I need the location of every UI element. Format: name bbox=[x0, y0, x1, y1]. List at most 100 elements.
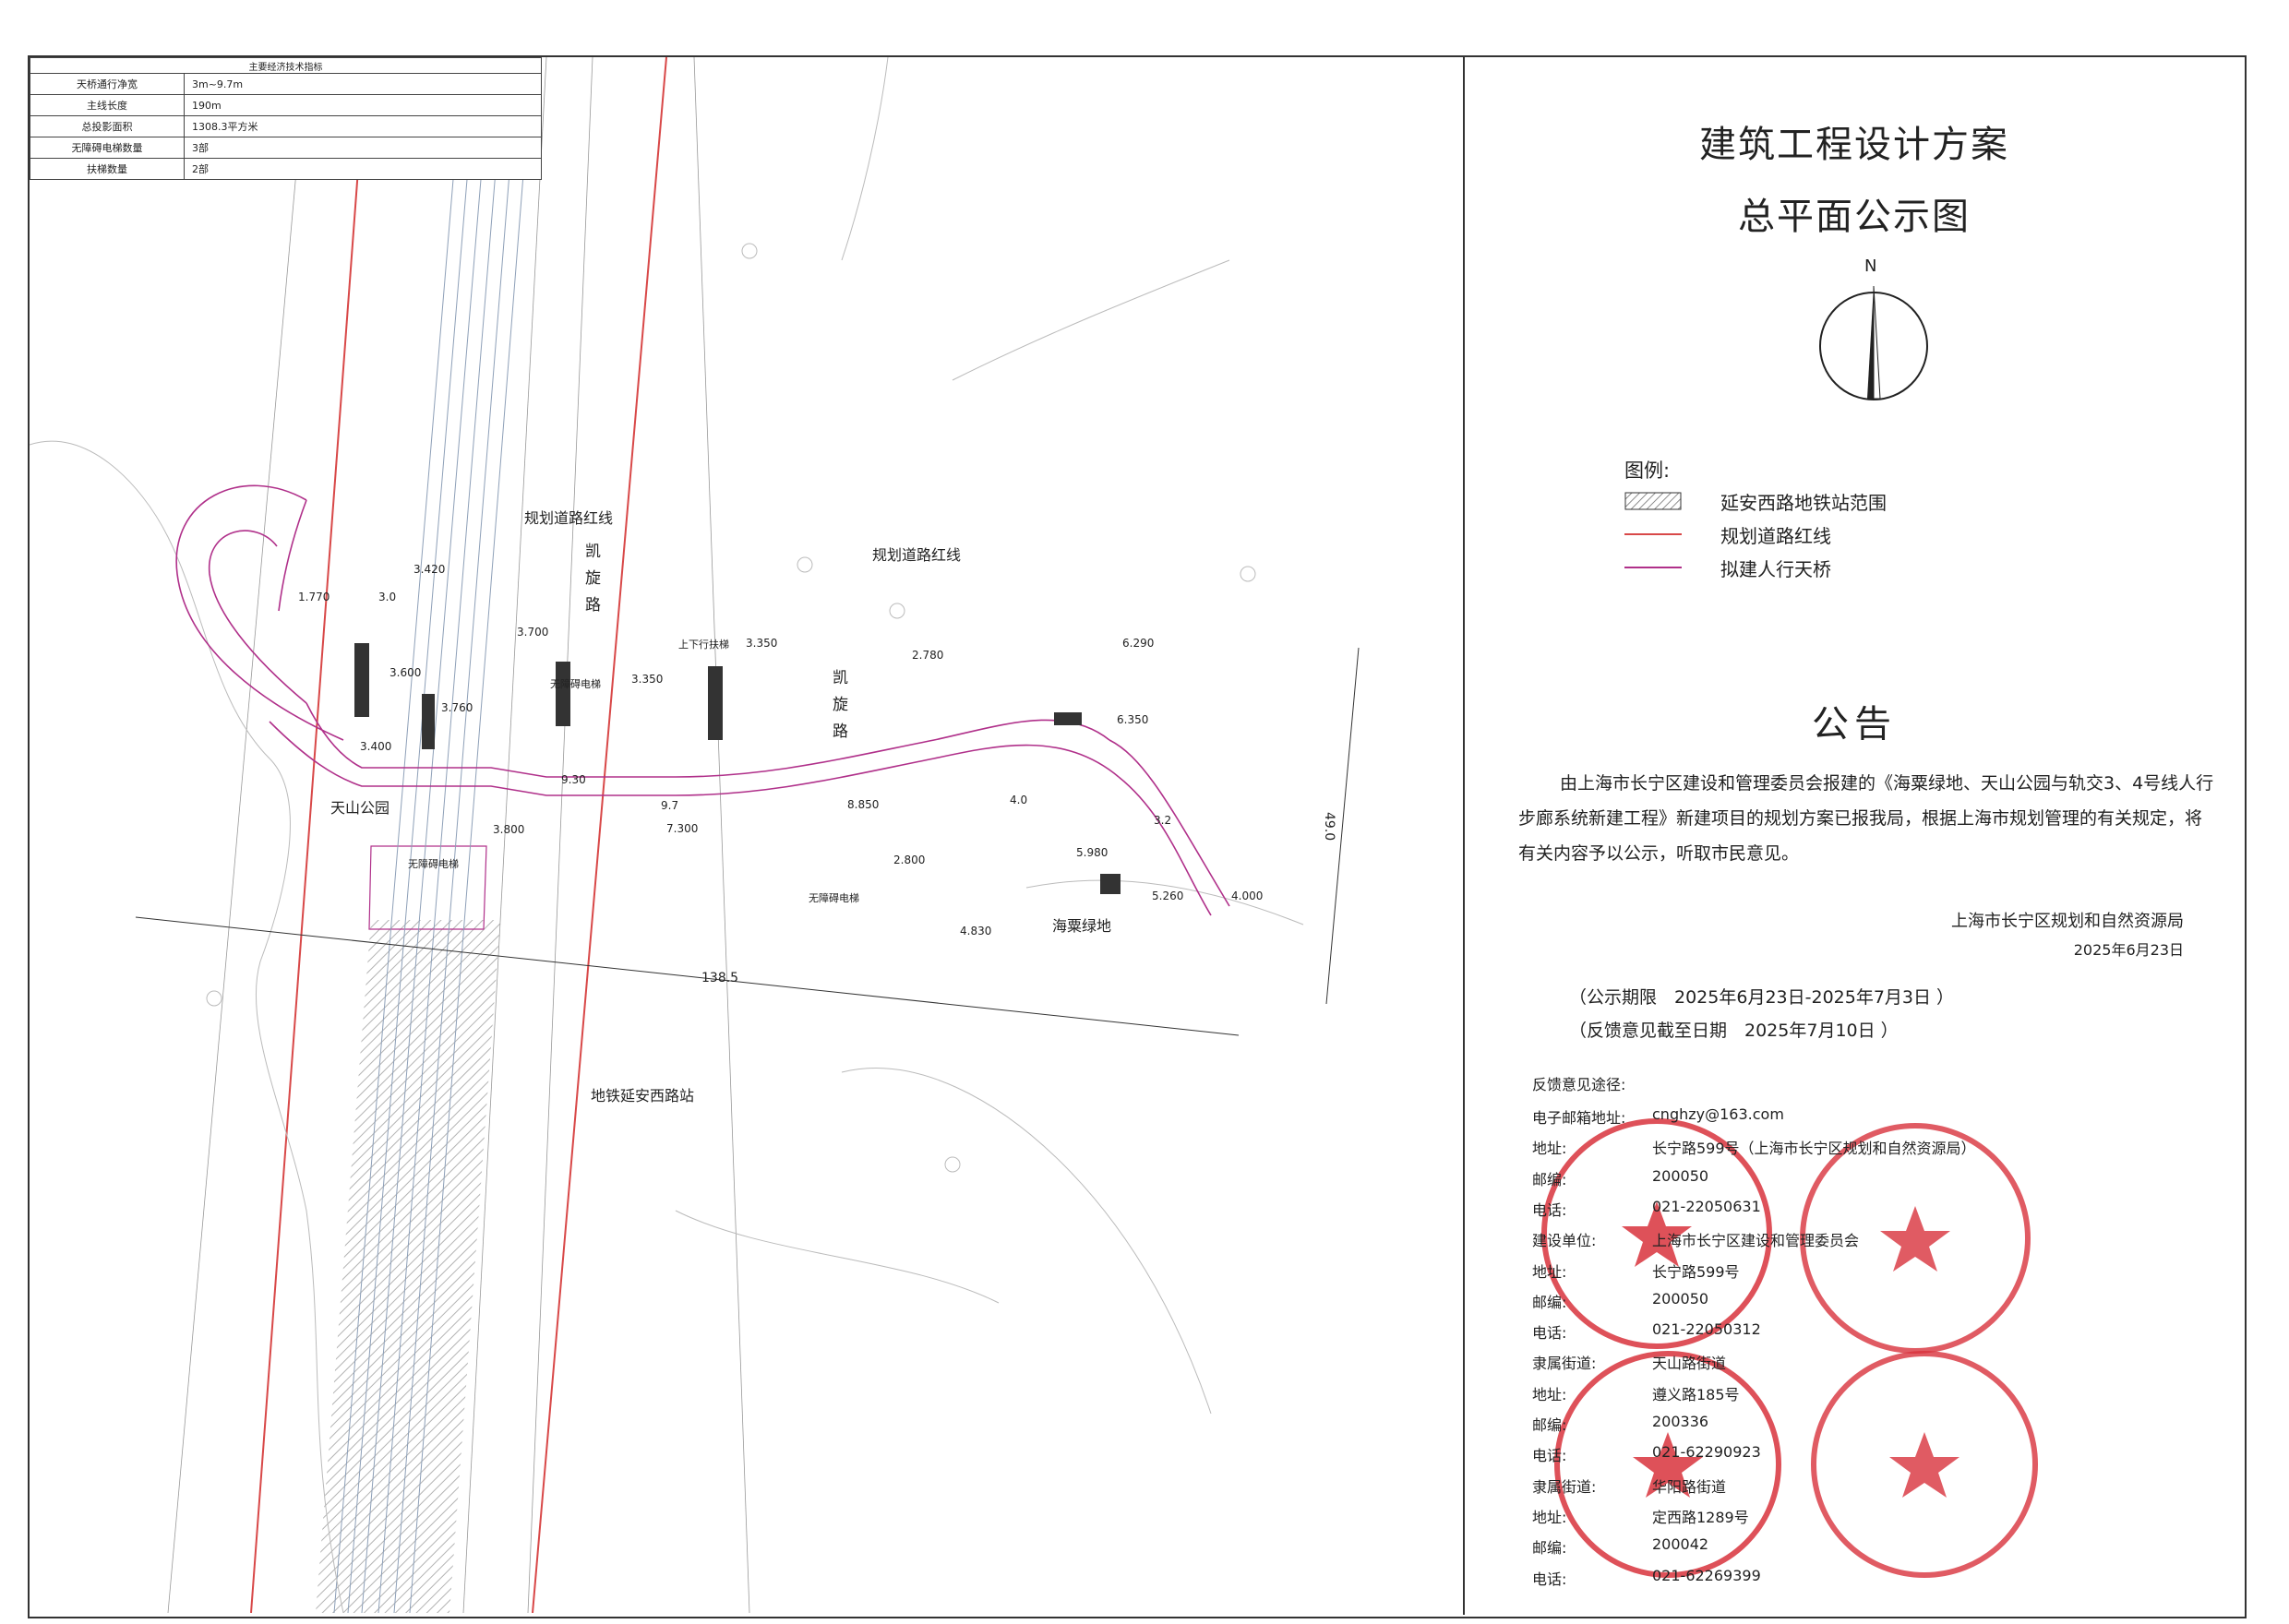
haisu-green-label: 海粟绿地 bbox=[1052, 917, 1112, 935]
table-heading: 主要经济技术指标 bbox=[30, 57, 542, 74]
feedback-value: 上海市长宁区建设和管理委员会 bbox=[1652, 1232, 1860, 1250]
dimension-label: 138.5 bbox=[701, 971, 739, 985]
elevation-marker: 2.800 bbox=[893, 854, 926, 866]
feedback-key: 电子邮箱地址: bbox=[1532, 1109, 1626, 1127]
feedback-value: 200050 bbox=[1652, 1166, 1709, 1185]
feedback-key: 地址: bbox=[1532, 1140, 1567, 1158]
metro-station-box bbox=[368, 845, 487, 930]
red-line-right bbox=[532, 57, 667, 1613]
legend-item: 规划道路红线 bbox=[1624, 520, 1831, 548]
elevation-marker: 4.000 bbox=[1231, 890, 1264, 902]
feedback-value: 天山路街道 bbox=[1652, 1355, 1727, 1373]
elevation-marker: 3.400 bbox=[360, 740, 392, 753]
dimension-label: 49.0 bbox=[1322, 812, 1336, 842]
elevation-marker: 3.760 bbox=[441, 701, 473, 714]
elevation-marker: 6.350 bbox=[1117, 713, 1149, 726]
elevation-marker: 9.30 bbox=[561, 773, 586, 786]
feedback-key: 地址: bbox=[1532, 1262, 1567, 1281]
feedback-value: 遵义路185号 bbox=[1652, 1385, 1740, 1403]
elevator-label: 无障碍电梯 bbox=[809, 892, 859, 904]
elevation-marker: 3.600 bbox=[389, 666, 422, 679]
red-line-swatch-icon bbox=[1624, 533, 1682, 535]
feedback-value: 021-22050312 bbox=[1652, 1320, 1761, 1339]
publicity-period: （公示期限 2025年6月23日-2025年7月3日 ） bbox=[1569, 987, 1955, 1008]
feedback-deadline: （反馈意见截至日期 2025年7月10日 ） bbox=[1569, 1021, 1899, 1041]
feedback-key: 电话: bbox=[1532, 1570, 1567, 1588]
seal-stamp-icon bbox=[1800, 1123, 2031, 1354]
page-title: 建筑工程设计方案 bbox=[1699, 124, 2009, 166]
red-line-label-left: 规划道路红线 bbox=[524, 509, 614, 527]
page-subtitle: 总平面公示图 bbox=[1738, 196, 1971, 238]
north-arrow-icon bbox=[1819, 285, 1928, 400]
elevation-marker: 7.300 bbox=[666, 822, 699, 835]
elevation-marker: 5.260 bbox=[1152, 890, 1184, 902]
legend-label: 拟建人行天桥 bbox=[1720, 557, 1831, 580]
tianshan-park-label: 天山公园 bbox=[330, 799, 390, 817]
notice-body: 由上海市长宁区建设和管理委员会报建的《海粟绿地、天山公园与轨交3、4号线人行步廊… bbox=[1518, 773, 2214, 864]
elevator-label: 无障碍电梯 bbox=[408, 858, 459, 870]
elevation-marker: 5.980 bbox=[1076, 846, 1109, 859]
notice-panel: 建筑工程设计方案 总平面公示图 N 图例: 延安西路地铁站范围 规划道路红线 拟… bbox=[1468, 57, 2241, 1613]
feedback-key: 电话: bbox=[1532, 1200, 1567, 1219]
feedback-key: 邮编: bbox=[1532, 1539, 1567, 1558]
feedback-key: 地址: bbox=[1532, 1385, 1567, 1403]
feedback-value: 200050 bbox=[1652, 1289, 1709, 1308]
seal-stamp-icon bbox=[1554, 1351, 1781, 1578]
sign-org: 上海市长宁区规划和自然资源局 bbox=[1951, 912, 2184, 931]
feedback-key: 邮编: bbox=[1532, 1416, 1567, 1434]
feedback-value: 021-62269399 bbox=[1652, 1566, 1761, 1584]
notice-heading: 公告 bbox=[1812, 703, 1897, 746]
feedback-key: 邮编: bbox=[1532, 1293, 1567, 1311]
legend-title: 图例: bbox=[1624, 460, 1671, 482]
elevation-marker: 3.350 bbox=[746, 637, 778, 650]
feedback-key: 隶属街道: bbox=[1532, 1355, 1597, 1373]
feedback-value: 定西路1289号 bbox=[1652, 1508, 1749, 1526]
drawing-frame bbox=[28, 55, 2247, 1618]
metro-station-zone bbox=[316, 920, 500, 1613]
legend-item: 拟建人行天桥 bbox=[1624, 554, 1831, 581]
bridge-east-ramp bbox=[1118, 776, 1212, 916]
legend-label: 延安西路地铁站范围 bbox=[1720, 491, 1887, 514]
hatch-swatch-icon bbox=[1624, 492, 1682, 510]
site-plan-map bbox=[30, 57, 1360, 1613]
bridge-west-loop bbox=[175, 484, 344, 741]
red-line-label-right: 规划道路红线 bbox=[872, 546, 962, 564]
sign-date: 2025年6月23日 bbox=[2073, 941, 2184, 959]
legend-label: 规划道路红线 bbox=[1720, 524, 1831, 547]
bridge-main-deck bbox=[269, 721, 1120, 796]
bridge-line-swatch-icon bbox=[1624, 567, 1682, 568]
seal-stamp-icon bbox=[1541, 1118, 1772, 1349]
escalator-label: 上下行扶梯 bbox=[678, 639, 729, 651]
elevation-marker: 3.350 bbox=[631, 673, 664, 686]
width-label: 3.0 bbox=[378, 591, 397, 603]
elevation-marker: 4.830 bbox=[960, 925, 992, 937]
red-line-left bbox=[250, 57, 367, 1613]
seal-stamp-icon bbox=[1811, 1351, 2038, 1578]
elevator-label: 无障碍电梯 bbox=[550, 678, 601, 690]
feedback-title: 反馈意见途径: bbox=[1532, 1076, 1626, 1093]
feedback-value: 长宁路599号（上海市长宁区规划和自然资源局） bbox=[1652, 1140, 1976, 1158]
width-label: 9.7 bbox=[661, 799, 679, 812]
kaixuan-road-label-right: 凯旋路 bbox=[829, 669, 847, 749]
feedback-key: 电话: bbox=[1532, 1324, 1567, 1343]
feedback-value: 200336 bbox=[1652, 1413, 1709, 1430]
feedback-key: 邮编: bbox=[1532, 1170, 1567, 1188]
elevation-marker: 3.800 bbox=[493, 823, 525, 836]
elevation-marker: 2.780 bbox=[912, 649, 944, 662]
feedback-value: 200042 bbox=[1652, 1535, 1709, 1554]
feedback-value[interactable]: cnghzy@163.com bbox=[1652, 1105, 1784, 1123]
metro-station-label: 地铁延安西路站 bbox=[591, 1087, 695, 1105]
elevation-marker: 8.850 bbox=[847, 798, 880, 811]
elevation-marker: 3.420 bbox=[413, 563, 446, 576]
width-label: 3.2 bbox=[1154, 814, 1172, 827]
elevation-marker: 1.770 bbox=[298, 591, 330, 603]
feedback-key: 地址: bbox=[1532, 1508, 1567, 1526]
frame-divider bbox=[1463, 55, 1465, 1615]
width-label: 4.0 bbox=[1010, 794, 1028, 806]
